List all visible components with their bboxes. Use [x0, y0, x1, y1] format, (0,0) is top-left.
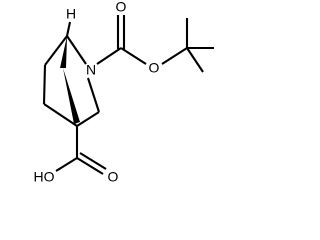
bond-n-carbonyl: [96, 47, 122, 65]
stereo-h-label: H: [66, 6, 76, 22]
bond-c1-n: [66, 35, 87, 65]
wedge-bond-c1-c7: [60, 36, 67, 68]
bicyclic-core: [42, 35, 100, 127]
bond-n-c3: [87, 77, 100, 113]
boc-group: [96, 15, 214, 73]
chemical-structure: H N O O O HO: [34, 0, 214, 185]
bond-carbonyl-ester-o: [120, 47, 147, 65]
nitrogen-label: N: [86, 62, 96, 78]
structure-canvas: H N O O O HO: [34, 0, 214, 185]
bond-ester-o-tbu: [161, 47, 188, 65]
boc-carbonyl-oxygen-label: O: [116, 0, 127, 15]
carboxylic-acid-group: [55, 126, 107, 175]
bond-c4-c5: [43, 103, 78, 127]
wedge-bond-c7-c4: [63, 68, 80, 124]
bond-tbu-methyl-down: [186, 47, 204, 73]
acid-hydroxyl-label: HO: [34, 169, 55, 185]
bond-acid-c-o-double-2: [79, 152, 107, 170]
bond-c1-h: [65, 21, 72, 37]
acid-carbonyl-oxygen-label: O: [108, 169, 119, 185]
bond-acid-c-oh: [55, 157, 78, 172]
bond-c5-c6: [42, 64, 47, 105]
bond-acid-c-o-double-1: [76, 157, 104, 175]
bond-c3-c4: [76, 111, 100, 127]
bond-c6-c1: [44, 35, 68, 66]
boc-ester-oxygen-label: O: [149, 60, 160, 76]
